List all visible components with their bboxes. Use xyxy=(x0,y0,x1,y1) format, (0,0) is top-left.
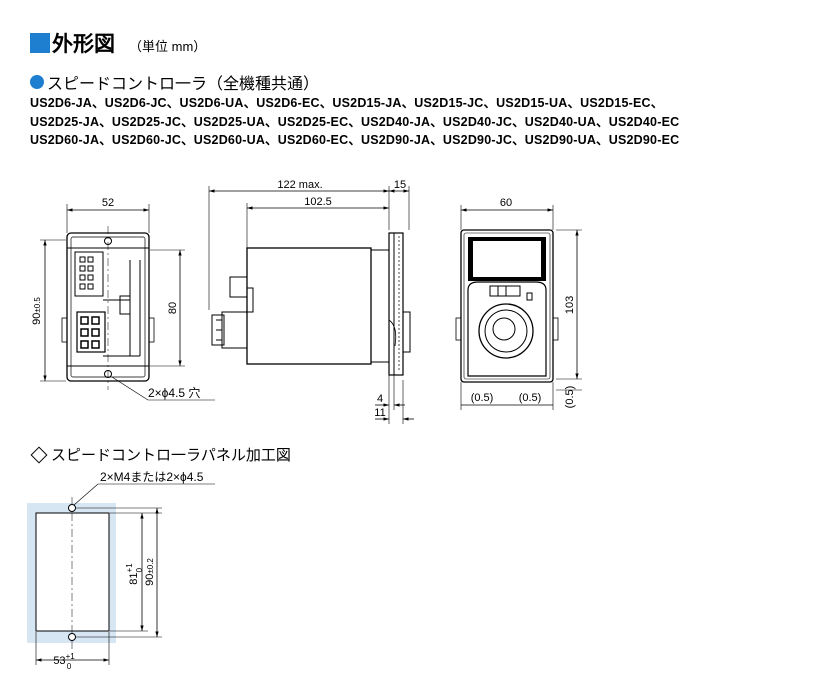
panel-inner-height-label: 81+10 xyxy=(125,563,144,585)
panel-hole-label: 2×M4または2×ϕ4.5 xyxy=(100,470,204,484)
side-dim-11-label: 11 xyxy=(374,407,385,419)
side-body-depth-label: 102.5 xyxy=(304,196,332,208)
rear-width-label: 52 xyxy=(102,197,114,209)
rear-hole-label: 2×ϕ4.5 穴 xyxy=(148,385,200,400)
side-dim-4-label: 4 xyxy=(377,393,383,405)
side-view xyxy=(208,186,414,424)
model-list-line-1: US2D6-JA、US2D6-JC、US2D6-UA、US2D6-EC、US2D… xyxy=(30,96,664,110)
side-front-depth-label: 15 xyxy=(394,179,406,191)
diamond-icon xyxy=(30,446,48,463)
model-list-line-2: US2D25-JA、US2D25-JC、US2D25-UA、US2D25-EC、… xyxy=(30,114,680,129)
panel-cut-drawing xyxy=(27,483,215,665)
model-list-line-3: US2D60-JA、US2D60-JC、US2D60-UA、US2D60-EC、… xyxy=(30,133,680,147)
speed-controller-heading: スピードコントロ一ラ（全機種共通） xyxy=(30,70,319,94)
rear-inner-height-label: 80 xyxy=(167,302,179,314)
front-height-label: 103 xyxy=(564,296,576,314)
side-total-depth-label: 122 max. xyxy=(277,179,322,191)
bullet-circle-icon xyxy=(30,75,44,89)
unit-label: （単位 mm） xyxy=(129,38,207,54)
model-list: US2D6-JA、US2D6-JC、US2D6-UA、US2D6-EC、US2D… xyxy=(30,94,679,150)
rear-view xyxy=(40,204,215,401)
front-margin-left-label: (0.5) xyxy=(471,392,494,404)
front-margin-bottom-label: (0.5) xyxy=(564,386,576,409)
panel-outer-height-label: 90±0.2 xyxy=(144,558,156,586)
panel-cut-heading-text: スピードコントロ一ラパネル加工図 xyxy=(51,447,291,464)
title-text: 外形図 xyxy=(52,33,115,56)
page-title: 外形図 （単位 mm） xyxy=(30,28,206,58)
speed-controller-heading-text: スピードコントロ一ラ（全機種共通） xyxy=(47,76,320,93)
front-margin-right-label: (0.5) xyxy=(519,392,542,404)
front-view xyxy=(455,205,582,410)
panel-cutout xyxy=(35,512,110,632)
front-width-label: 60 xyxy=(500,197,512,209)
panel-cut-heading: スピードコントロ一ラパネル加工図 xyxy=(30,444,291,465)
rear-height-label: 90±0.5 xyxy=(31,297,43,325)
title-square-icon xyxy=(30,33,50,53)
